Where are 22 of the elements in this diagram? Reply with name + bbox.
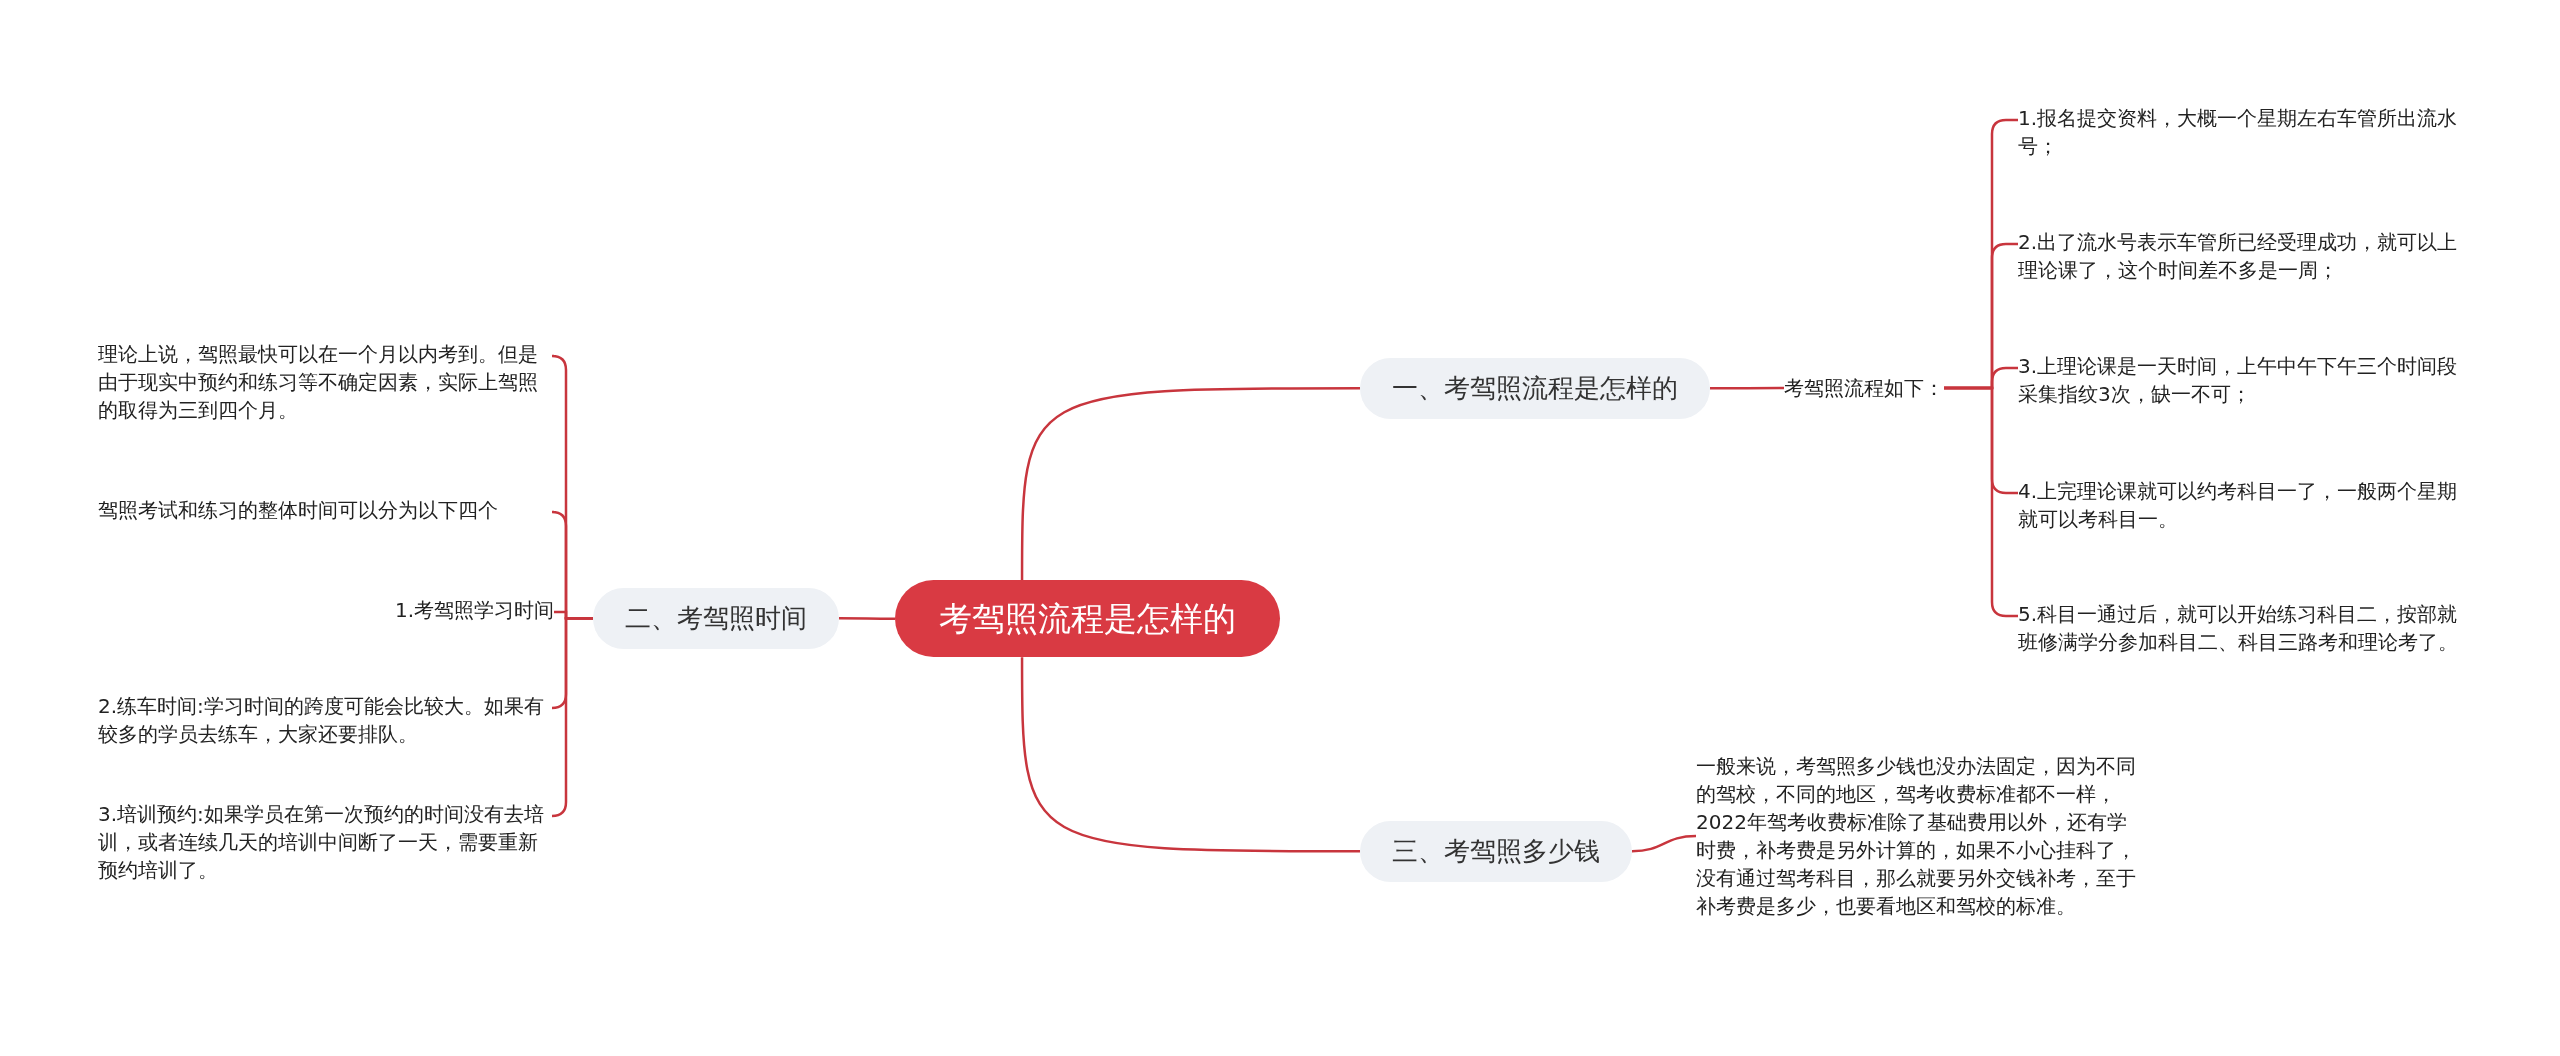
note-text: 3.上理论课是一天时间，上午中午下午三个时间段采集指纹3次，缺一不可； (2018, 352, 2474, 408)
connector (1020, 657, 1360, 853)
connector (839, 617, 895, 620)
central-topic: 考驾照流程是怎样的 (895, 580, 1280, 658)
connector (1710, 386, 1784, 390)
note-text: 理论上说，驾照最快可以在一个月以内考到。但是由于现实中预约和练习等不确定因素，实际上驾照的取得为三到四个月。 (98, 340, 554, 424)
note-text: 一般来说，考驾照多少钱也没办法固定，因为不同的驾校，不同的地区，驾考收费标准都不一样，2022年驾考收费标准除了基础费用以外，还有学时费，补考费是另外计算的，如果不小心挂科了，没有通过驾考科目，那么就要另外交钱补考，至于补考费是多少，也要看地区和驾校的标准。 (1696, 752, 2144, 920)
note-text: 5.科目一通过后，就可以开始练习科目二，按部就班修满学分参加科目二、科目三路考和理论考了。 (2018, 600, 2474, 656)
branch-topic: 三、考驾照多少钱 (1360, 821, 1632, 882)
connector (550, 617, 593, 818)
note-text: 4.上完理论课就可以约考科目一了，一般两个星期就可以考科目一。 (2018, 477, 2474, 533)
note-text: 1.考驾照学习时间 (98, 596, 554, 624)
note-text: 2.练车时间:学习时间的跨度可能会比较大。如果有较多的学员去练车，大家还要排队。 (98, 692, 554, 748)
note-text: 2.出了流水号表示车管所已经受理成功，就可以上理论课了，这个时间差不多是一周； (2018, 228, 2474, 284)
connector (1020, 387, 1360, 580)
note-text: 3.培训预约:如果学员在第一次预约的时间没有去培训，或者连续几天的培训中间断了一天，需要重新预约培训了。 (98, 800, 554, 884)
note-text: 1.报名提交资料，大概一个星期左右车管所出流水号； (2018, 104, 2474, 160)
connector (1631, 834, 1697, 853)
branch-topic: 一、考驾照流程是怎样的 (1360, 358, 1710, 419)
branch-topic: 二、考驾照时间 (593, 588, 839, 649)
note-text: 考驾照流程如下： (1784, 374, 1944, 402)
note-text: 驾照考试和练习的整体时间可以分为以下四个 (98, 496, 554, 524)
